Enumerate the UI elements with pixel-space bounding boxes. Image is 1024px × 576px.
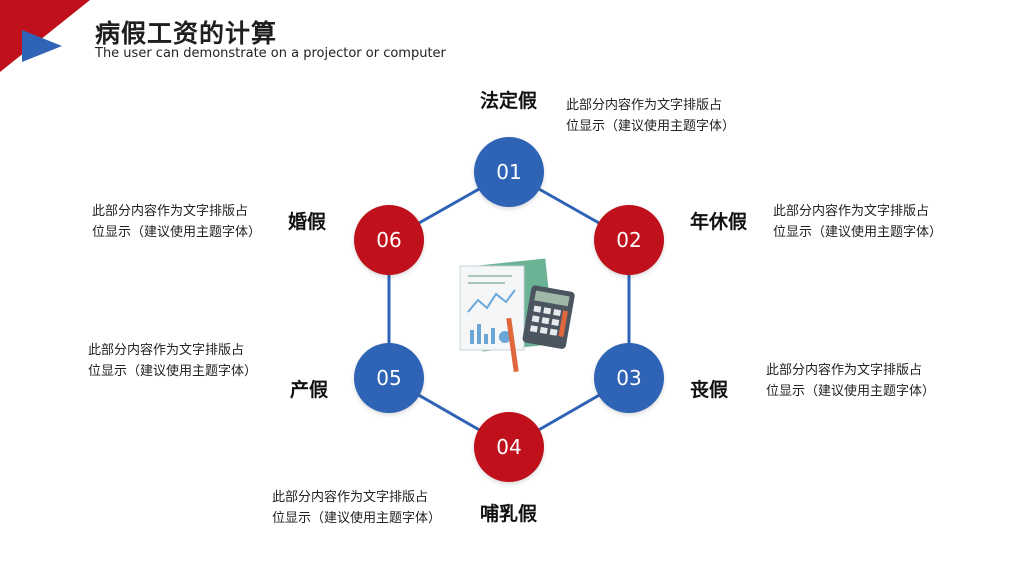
step-04-number: 04: [496, 435, 521, 459]
step-05-number: 05: [376, 366, 401, 390]
step-01-circle: 01: [474, 137, 544, 207]
step-03-label: 丧假: [690, 375, 728, 402]
step-02-circle: 02: [594, 205, 664, 275]
documents-chart-calculator-icon: [460, 258, 575, 372]
step-01-label: 法定假: [480, 86, 537, 113]
step-05-label: 产假: [290, 375, 328, 402]
step-04-circle: 04: [474, 412, 544, 482]
step-02-number: 02: [616, 228, 641, 252]
step-06-number: 06: [376, 228, 401, 252]
step-01-description: 此部分内容作为文字排版占位显示（建议使用主题字体）: [566, 95, 762, 137]
step-04-label: 哺乳假: [480, 499, 537, 526]
step-05-circle: 05: [354, 343, 424, 413]
step-01-number: 01: [496, 160, 521, 184]
step-03-description: 此部分内容作为文字排版占位显示（建议使用主题字体）: [766, 360, 962, 402]
step-05-description: 此部分内容作为文字排版占位显示（建议使用主题字体）: [88, 340, 284, 382]
step-03-number: 03: [616, 366, 641, 390]
step-06-circle: 06: [354, 205, 424, 275]
step-04-description: 此部分内容作为文字排版占位显示（建议使用主题字体）: [272, 487, 468, 529]
step-06-label: 婚假: [288, 207, 326, 234]
step-02-description: 此部分内容作为文字排版占位显示（建议使用主题字体）: [773, 201, 969, 243]
step-03-circle: 03: [594, 343, 664, 413]
step-02-label: 年休假: [690, 207, 747, 234]
step-06-description: 此部分内容作为文字排版占位显示（建议使用主题字体）: [92, 201, 288, 243]
